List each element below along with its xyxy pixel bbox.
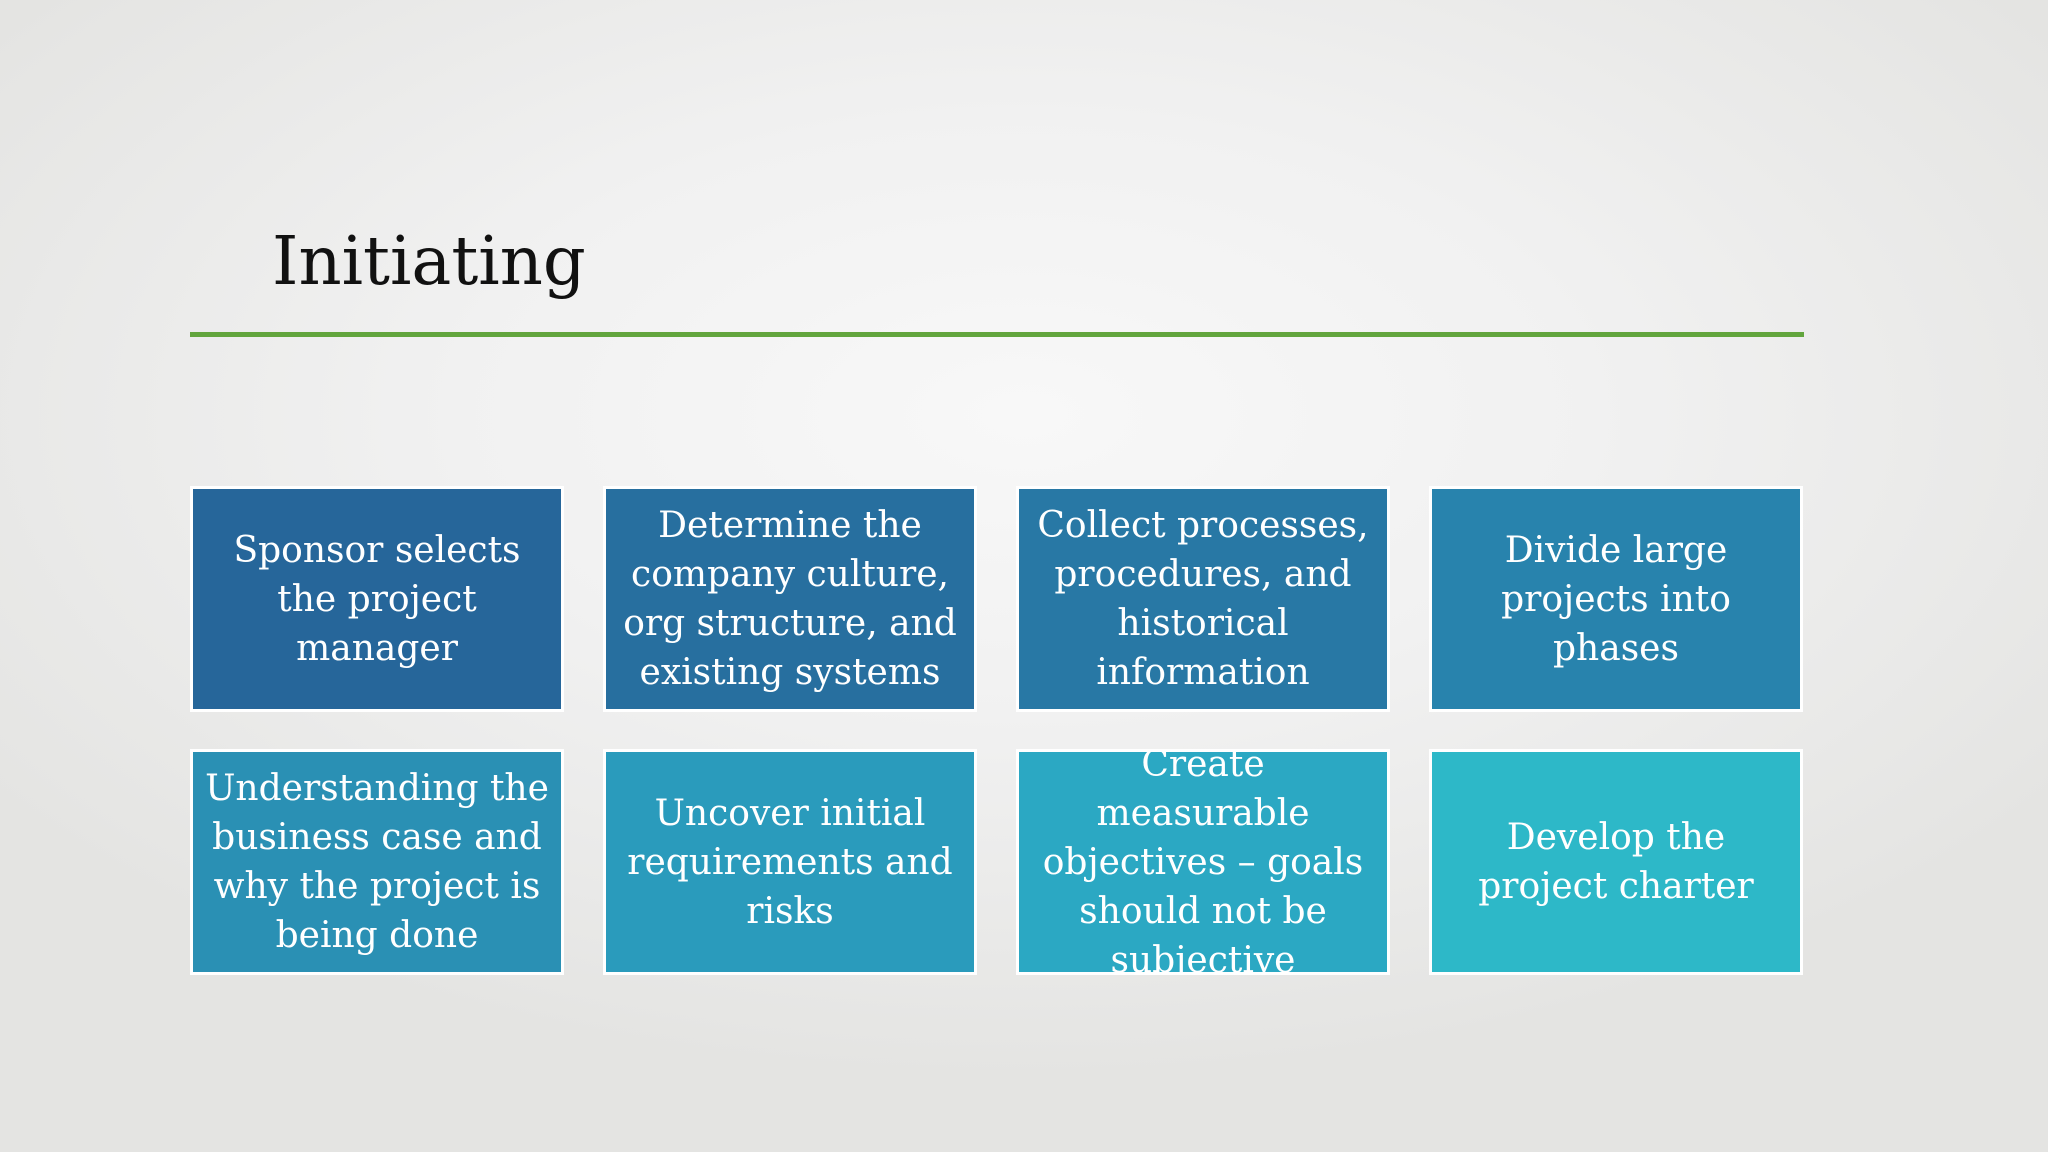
step-box-3: Collect processes, procedures, and histo… <box>1016 486 1390 712</box>
step-box-4: Divide large projects into phases <box>1429 486 1803 712</box>
step-box-8: Develop the project charter <box>1429 749 1803 975</box>
step-box-2: Determine the company culture, org struc… <box>603 486 977 712</box>
title-underline <box>190 332 1804 337</box>
initiating-steps-grid: Sponsor selects the project manager Dete… <box>190 486 1804 976</box>
step-box-6: Uncover initial requirements and risks <box>603 749 977 975</box>
step-box-7: Create measurable objectives – goals sho… <box>1016 749 1390 975</box>
step-box-5: Understanding the business case and why … <box>190 749 564 975</box>
slide-title: Initiating <box>272 222 586 300</box>
step-box-1: Sponsor selects the project manager <box>190 486 564 712</box>
